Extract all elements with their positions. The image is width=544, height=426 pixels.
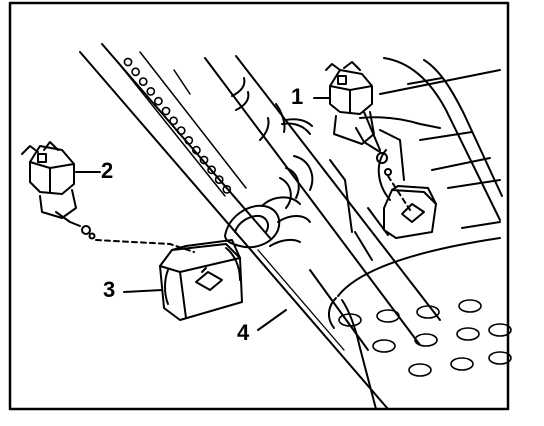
floor-dimple	[372, 339, 396, 353]
floor-dimple	[376, 309, 400, 323]
floor-dimple	[488, 323, 512, 337]
strip-hole	[207, 165, 216, 175]
right-frame	[329, 57, 503, 261]
floor-dimple	[338, 313, 362, 327]
floor-dimple	[456, 327, 480, 341]
floor-dimple	[414, 333, 438, 347]
strip-hole	[169, 116, 178, 126]
floor-dimple	[488, 351, 512, 365]
strip-hole	[184, 135, 194, 145]
callout-leaders	[75, 97, 331, 331]
floor-dimple	[450, 357, 474, 371]
right-mount-bracket	[377, 149, 437, 239]
callout-label-1: 1	[291, 84, 304, 109]
strip-hole	[214, 175, 224, 184]
rail-collar	[224, 196, 311, 249]
strip-hole	[146, 87, 156, 96]
strip-hole	[199, 155, 209, 165]
strip-hole	[161, 106, 171, 116]
floor-dimple	[408, 363, 432, 377]
callout-label-4: 4	[237, 320, 250, 345]
strip-hole	[191, 145, 201, 155]
callout-label-2: 2	[101, 158, 114, 183]
strip-hole	[123, 57, 133, 67]
strip-hole	[153, 96, 163, 106]
strip-hole	[131, 67, 140, 77]
strip-hole	[222, 184, 232, 194]
strip-hole	[176, 126, 186, 136]
bracket-part-3	[159, 239, 243, 321]
strip-hole	[138, 77, 148, 86]
switch-part-1	[325, 61, 411, 211]
rail-fins	[231, 77, 314, 209]
floor-plate	[328, 237, 512, 410]
floor-dimple	[458, 299, 482, 313]
floor-dimple	[416, 305, 440, 319]
callout-label-3: 3	[103, 277, 116, 302]
drawing-border	[8, 1, 510, 411]
perforated-strip	[115, 51, 247, 197]
rail-part-4	[79, 43, 441, 410]
